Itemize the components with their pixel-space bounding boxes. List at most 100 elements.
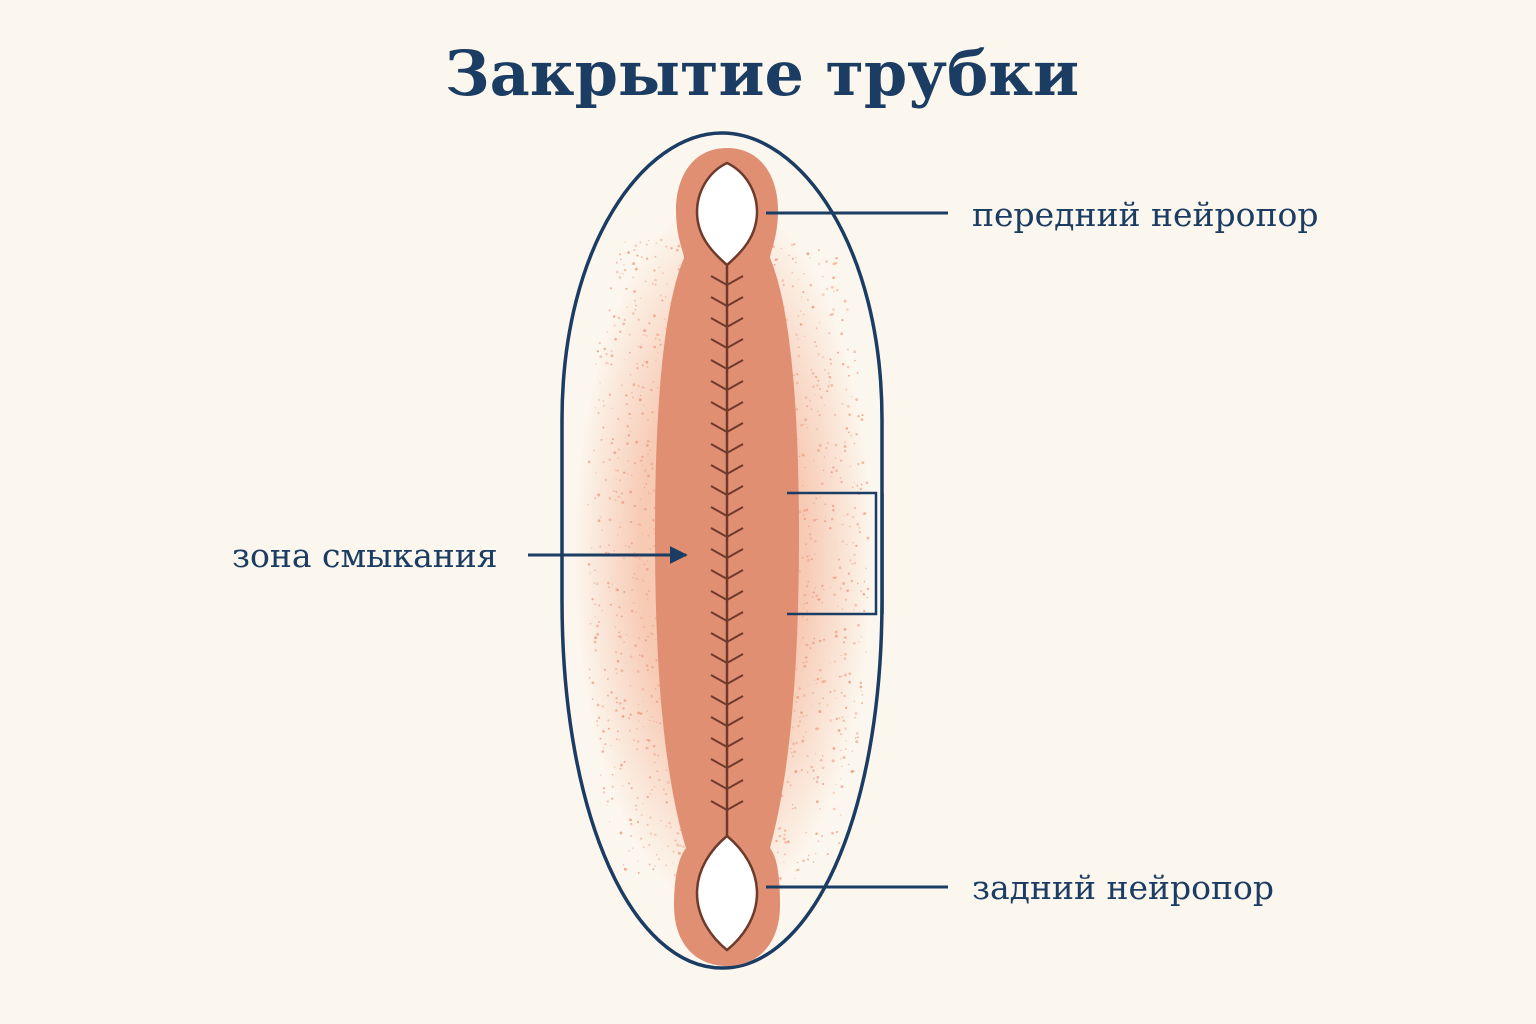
speckle-dot <box>610 363 613 366</box>
speckle-dot <box>608 544 611 547</box>
speckle-dot <box>845 706 848 710</box>
speckle-dot <box>802 715 805 718</box>
speckle-dot <box>831 759 835 763</box>
speckle-dot <box>602 404 606 408</box>
speckle-dot <box>597 493 601 497</box>
speckle-dot <box>606 678 609 680</box>
speckle-dot <box>855 732 859 735</box>
speckle-dot <box>841 540 845 543</box>
speckle-dot <box>832 576 836 580</box>
speckle-dot <box>650 493 652 495</box>
speckle-dot <box>620 669 624 673</box>
speckle-dot <box>838 842 841 845</box>
speckle-dot <box>607 586 610 589</box>
speckle-dot <box>823 588 825 591</box>
seam-chevron <box>710 716 744 728</box>
speckle-dot <box>617 534 619 536</box>
speckle-dot <box>848 525 851 528</box>
speckle-dot <box>828 375 832 379</box>
speckle-dot <box>621 500 625 504</box>
speckle-dot <box>797 868 800 871</box>
speckle-dot <box>805 731 807 733</box>
speckle-dot <box>670 247 673 250</box>
speckle-dot <box>646 560 649 562</box>
speckle-dot <box>843 694 846 698</box>
speckle-dot <box>842 582 846 585</box>
speckle-dot <box>598 621 600 624</box>
speckle-dot <box>594 497 597 500</box>
speckle-dot <box>800 711 803 715</box>
speckle-dot <box>596 703 600 707</box>
speckle-dot <box>599 737 602 740</box>
speckle-dot <box>677 244 681 248</box>
speckle-dot <box>643 329 646 333</box>
speckle-dot <box>651 716 653 718</box>
speckle-dot <box>850 579 853 583</box>
speckle-dot <box>648 322 651 325</box>
speckle-dot <box>797 354 801 358</box>
speckle-dot <box>840 480 843 484</box>
speckle-dot <box>625 394 628 397</box>
speckle-dot <box>815 727 818 731</box>
speckle-dot <box>810 765 814 769</box>
speckle-dot <box>809 537 813 540</box>
speckle-dot <box>855 544 858 547</box>
speckle-dot <box>791 804 794 806</box>
speckle-dot <box>802 636 805 639</box>
speckle-dot <box>809 284 812 287</box>
speckle-dot <box>594 636 597 640</box>
speckle-dot <box>805 832 807 834</box>
speckle-dot <box>801 453 805 457</box>
speckle-dot <box>792 742 796 746</box>
speckle-dot <box>812 385 815 389</box>
speckle-dot <box>815 682 818 685</box>
speckle-dot <box>639 654 641 656</box>
speckle-dot <box>616 469 619 472</box>
speckle-dot <box>610 350 613 353</box>
speckle-dot <box>653 720 655 723</box>
speckle-dot <box>823 679 827 683</box>
speckle-dot <box>842 719 846 723</box>
speckle-dot <box>609 603 612 606</box>
speckle-dot <box>777 827 781 830</box>
speckle-dot <box>781 279 785 282</box>
speckle-dot <box>654 865 656 867</box>
speckle-dot <box>805 714 808 717</box>
speckle-dot <box>639 345 643 349</box>
speckle-dot <box>851 563 854 565</box>
speckle-dot <box>806 755 809 758</box>
speckle-dot <box>630 609 634 613</box>
speckle-dot <box>650 462 654 466</box>
speckle-dot <box>803 313 805 316</box>
speckle-dot <box>605 353 608 356</box>
speckle-dot <box>798 510 802 514</box>
speckle-dot <box>614 337 617 341</box>
speckle-dot <box>799 720 801 723</box>
speckle-dot <box>783 853 786 856</box>
speckle-dot <box>647 453 649 455</box>
speckle-dot <box>619 496 622 499</box>
speckle-dot <box>610 407 613 409</box>
speckle-dot <box>791 257 794 260</box>
speckle-dot <box>596 624 600 628</box>
speckle-dot <box>635 304 637 307</box>
seam-chevron <box>710 317 744 329</box>
speckle-dot <box>591 698 594 701</box>
seam-chevron <box>710 275 744 287</box>
speckle-dot <box>802 736 805 738</box>
speckle-dot <box>621 715 625 718</box>
speckle-dot <box>846 513 849 516</box>
speckle-dot <box>835 783 837 786</box>
speckle-dot <box>647 534 650 537</box>
speckle-dot <box>591 681 595 685</box>
speckle-dot <box>812 591 815 594</box>
speckle-dot <box>623 641 625 643</box>
speckle-dot <box>645 360 649 364</box>
speckle-dot <box>648 776 652 779</box>
speckle-dot <box>799 642 802 644</box>
speckle-dot <box>598 604 601 607</box>
speckle-dot <box>622 273 624 275</box>
speckle-dot <box>806 252 810 256</box>
speckle-dot <box>632 383 636 387</box>
speckle-dot <box>838 675 841 678</box>
